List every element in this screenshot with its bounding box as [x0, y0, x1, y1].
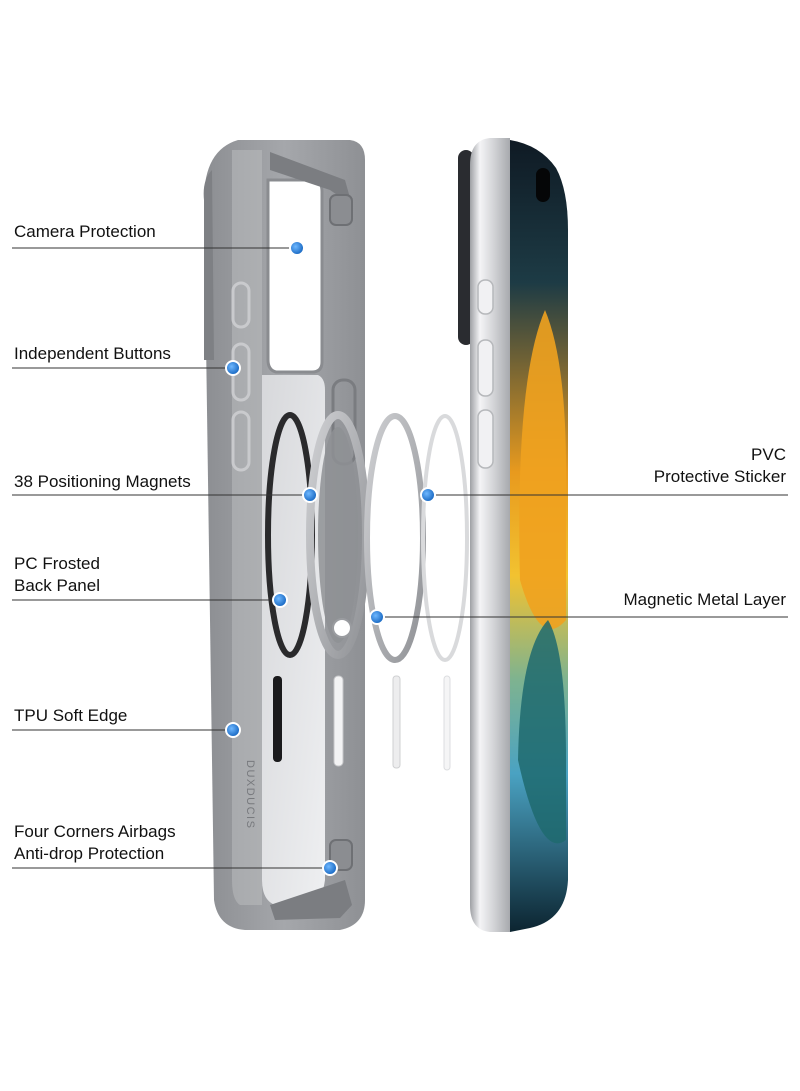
phone-volume-up: [477, 339, 494, 397]
metal-ring-layer: [364, 413, 426, 769]
label-pvc-sticker: PVC Protective Sticker: [654, 444, 786, 488]
camera-cutout: [266, 178, 324, 374]
case-back-panel-left: [232, 150, 262, 905]
dot-airbags: [322, 860, 338, 876]
dot-back-panel: [272, 592, 288, 608]
corner-airbag-top: [329, 194, 353, 226]
case-brand-text: DUXDUCIS: [244, 760, 256, 829]
dot-camera-protection: [289, 240, 305, 256]
phone: [458, 138, 568, 932]
magnet-ring-layer: [306, 411, 370, 767]
phone-action-button: [477, 279, 494, 315]
phone-frame: [470, 138, 510, 932]
label-independent-buttons: Independent Buttons: [14, 344, 171, 363]
wallpaper-teal-leaf: [518, 620, 566, 844]
case-camera-bump-side: [203, 170, 214, 360]
label-back-panel: PC Frosted Back Panel: [14, 553, 100, 597]
label-airbags: Four Corners Airbags Anti-drop Protectio…: [14, 821, 176, 865]
label-back-panel-line2: Back Panel: [14, 576, 100, 595]
label-airbags-line2: Anti-drop Protection: [14, 844, 165, 863]
label-camera-protection: Camera Protection: [14, 222, 156, 241]
case-top-inner-edge: [270, 152, 352, 205]
case-button-1: [231, 281, 251, 329]
dot-positioning-magnets: [302, 487, 318, 503]
wallpaper-orange-leaf: [519, 310, 566, 629]
case-slot: [273, 676, 282, 762]
label-positioning-magnets: 38 Positioning Magnets: [14, 472, 191, 491]
label-airbags-line1: Four Corners Airbags: [14, 822, 176, 841]
callout-dots: [225, 240, 436, 876]
pvc-sticker-layer: [421, 414, 469, 771]
dot-metal-layer: [369, 609, 385, 625]
case-button-3: [231, 410, 251, 472]
case-bottom-inner-edge: [270, 880, 352, 920]
callout-lines: [12, 247, 788, 869]
dot-independent-buttons: [225, 360, 241, 376]
dot-tpu-edge: [225, 722, 241, 738]
label-tpu-edge: TPU Soft Edge: [14, 706, 128, 725]
label-pvc-line2: Protective Sticker: [653, 467, 786, 486]
dynamic-island: [536, 168, 550, 202]
phone-volume-down: [477, 409, 494, 469]
label-metal-layer: Magnetic Metal Layer: [623, 590, 786, 609]
label-pvc-line1: PVC: [751, 445, 786, 464]
dot-pvc-sticker: [420, 487, 436, 503]
label-back-panel-line1: PC Frosted: [14, 554, 100, 573]
